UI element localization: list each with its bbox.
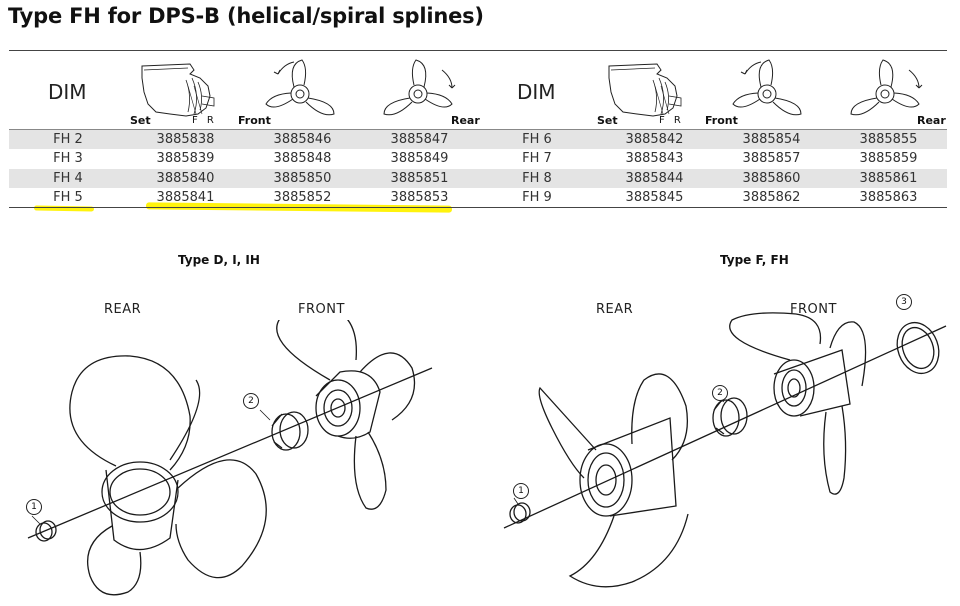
- callout-badge: 1: [26, 499, 42, 515]
- set-label-right: Set: [597, 114, 618, 127]
- table-cell: FH 5: [53, 189, 83, 205]
- table-row: FH 4 3885840 3885850 3885851 FH 8 388584…: [9, 168, 947, 188]
- table-cell: FH 6: [478, 130, 596, 150]
- left-front-label: FRONT: [298, 302, 345, 317]
- table-cell: 3885861: [830, 168, 947, 188]
- set-icon-right: Set F R: [597, 56, 697, 128]
- table-row: FH 2 3885838 3885846 3885847 FH 6 388584…: [9, 130, 947, 150]
- table-cell: FH 3: [53, 151, 83, 167]
- table-cell: 3885846: [244, 130, 361, 150]
- right-front-label: FRONT: [790, 302, 837, 317]
- table-cell: FH 7: [522, 151, 552, 167]
- table-cell: 3885859: [859, 151, 918, 167]
- dim-header-left: DIM: [48, 80, 87, 104]
- front-label-right: Front: [705, 114, 738, 127]
- table-row: FH 3 3885839 3885848 3885849 FH 7 388584…: [9, 149, 947, 168]
- table-cell: 3885848: [273, 151, 332, 167]
- table-cell: 3885850: [244, 168, 361, 188]
- table-cell: 3885854: [713, 130, 830, 150]
- table-cell: 3885842: [596, 130, 713, 150]
- front-label-left: Front: [238, 114, 271, 127]
- table-row: FH 5 3885841 3885852 3885853 FH 9 388584…: [9, 188, 947, 207]
- table-cell: 3885849: [390, 151, 449, 167]
- front-prop-icon-left: Front: [238, 56, 348, 128]
- fr-label-left: F R: [192, 115, 217, 126]
- table-cell: 3885863: [859, 189, 918, 205]
- table-cell: 3885851: [361, 168, 478, 188]
- table-cell: 3885857: [742, 151, 801, 167]
- table-cell: 3885838: [127, 130, 244, 150]
- table-cell: 3885844: [596, 168, 713, 188]
- table-cell: 3885840: [127, 168, 244, 188]
- top-rule: [9, 50, 947, 51]
- set-icon-left: Set F R: [130, 56, 230, 128]
- left-rear-label: REAR: [104, 302, 142, 317]
- table-cell: 3885855: [830, 130, 947, 150]
- table-cell: FH 2: [9, 130, 127, 150]
- page-title: Type FH for DPS-B (helical/spiral spline…: [8, 4, 484, 28]
- table-cell: FH 4: [9, 168, 127, 188]
- callout-badge: 2: [712, 385, 728, 401]
- right-propeller-exploded-diagram: [503, 312, 947, 588]
- table-cell: 3885843: [625, 151, 684, 167]
- table-cell: FH 9: [522, 189, 552, 205]
- table-cell: 3885839: [156, 151, 215, 167]
- table-cell: 3885860: [713, 168, 830, 188]
- table-cell: 3885847: [361, 130, 478, 150]
- rear-label-left: Rear: [451, 114, 480, 127]
- callout-badge: 1: [513, 483, 529, 499]
- table-cell: 3885845: [625, 189, 684, 205]
- rear-prop-icon-left: Rear: [380, 56, 480, 128]
- callout-badge: 3: [896, 294, 912, 310]
- dim-header-right: DIM: [517, 80, 556, 104]
- left-propeller-exploded-diagram: [27, 320, 433, 596]
- left-diagram-caption: Type D, I, IH: [178, 253, 260, 267]
- parts-table: FH 2 3885838 3885846 3885847 FH 6 388584…: [9, 130, 947, 207]
- header-rule: [9, 129, 947, 130]
- table-bottom-rule: [9, 207, 947, 208]
- rear-label-right: Rear: [917, 114, 946, 127]
- callout-badge: 2: [243, 393, 259, 409]
- front-prop-icon-right: Front: [705, 56, 815, 128]
- set-label-left: Set: [130, 114, 151, 127]
- rear-prop-icon-right: Rear: [847, 56, 947, 128]
- right-diagram-caption: Type F, FH: [720, 253, 789, 267]
- right-rear-label: REAR: [596, 302, 634, 317]
- table-cell: 3885862: [742, 189, 801, 205]
- fr-label-right: F R: [659, 115, 684, 126]
- table-cell: 3885841: [156, 189, 215, 205]
- table-cell: 3885852: [273, 189, 332, 205]
- table-cell: FH 8: [478, 168, 596, 188]
- table-cell: 3885853: [390, 189, 449, 205]
